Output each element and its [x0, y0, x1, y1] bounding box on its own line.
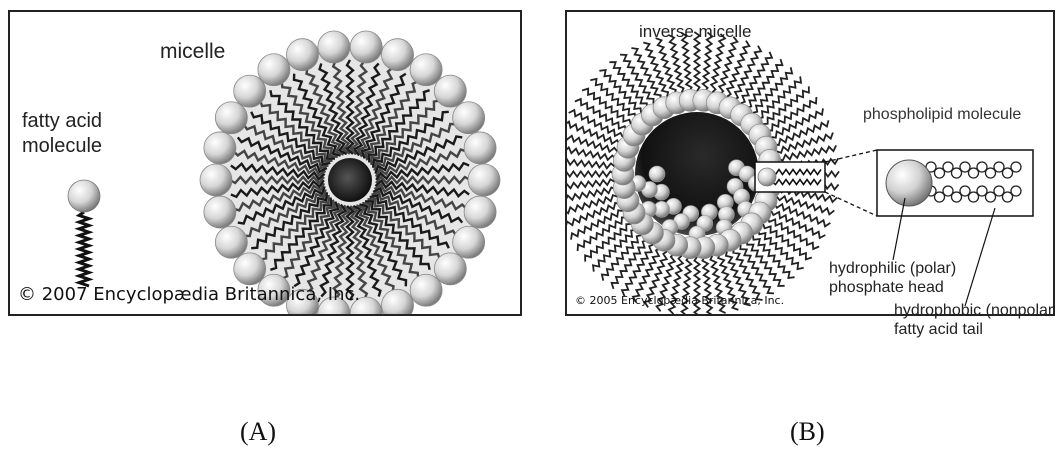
- micelle-head: [410, 274, 442, 306]
- micelle-head: [204, 132, 236, 164]
- inverse-micelle-tail: [668, 35, 683, 93]
- micelle-head: [464, 132, 496, 164]
- inverse-micelle-illustration: [567, 12, 1055, 316]
- micelle-title: micelle: [160, 40, 225, 64]
- head-label-2: phosphate head: [829, 279, 944, 297]
- inverse-micelle-panel: inverse micelle phospholipid molecule hy…: [565, 10, 1055, 316]
- inverse-micelle-tail: [774, 204, 830, 226]
- inverse-micelle-tail: [567, 171, 614, 176]
- fatty-acid-head: [68, 180, 100, 212]
- micelle-head: [453, 226, 485, 258]
- micelle-head: [215, 226, 247, 258]
- micelle-head: [434, 253, 466, 285]
- head-label-1: hydrophilic (polar): [829, 260, 956, 278]
- micelle-head: [468, 164, 500, 196]
- zoomed-head: [886, 160, 932, 206]
- inverse-micelle-tail: [711, 34, 725, 93]
- inverse-micelle-tail: [567, 179, 614, 189]
- micelle-head: [234, 75, 266, 107]
- micelle-head: [215, 102, 247, 134]
- fatty-acid-label-2: molecule: [22, 135, 102, 158]
- tail-label-2: fatty acid tail: [894, 321, 983, 339]
- fatty-acid-tail: [79, 212, 89, 286]
- tail-label-1: hydrophobic (nonpolar: [894, 302, 1053, 320]
- inverse-micelle-tail: [567, 195, 617, 215]
- tail-bead: [1011, 186, 1021, 196]
- tail-bead: [1011, 162, 1021, 172]
- caption-b: (B): [790, 417, 825, 447]
- micelle-head: [258, 54, 290, 86]
- copyright-b: © 2005 Encyclopædia Britannica, Inc.: [575, 294, 784, 307]
- connector-top: [825, 150, 877, 162]
- micelle-head: [286, 39, 318, 71]
- micelle-head: [382, 39, 414, 71]
- micelle-panel: micelle fatty acid molecule © 2007 Encyc…: [8, 10, 522, 316]
- inverse-micelle-tail: [694, 257, 699, 316]
- inner-head: [649, 166, 665, 182]
- micelle-head: [453, 102, 485, 134]
- inverse-micelle-tail: [727, 41, 749, 97]
- inverse-micelle-title: inverse micelle: [639, 22, 751, 42]
- small-head: [758, 168, 776, 186]
- micelle-head: [200, 164, 232, 196]
- caption-a: (A): [240, 417, 276, 447]
- micelle-core: [328, 158, 372, 202]
- micelle-head: [410, 54, 442, 86]
- micelle-head: [204, 196, 236, 228]
- micelle-head: [464, 196, 496, 228]
- tail-leader-line: [965, 208, 995, 306]
- phospholipid-title: phospholipid molecule: [863, 106, 1021, 124]
- micelle-head: [318, 31, 350, 63]
- micelle-illustration: [10, 12, 522, 316]
- fatty-acid-molecule: [68, 180, 100, 286]
- copyright-a: © 2007 Encyclopædia Britannica, Inc.: [18, 284, 360, 305]
- fatty-acid-label-1: fatty acid: [22, 110, 102, 133]
- micelle-head: [234, 253, 266, 285]
- micelle-head: [434, 75, 466, 107]
- inverse-micelle-tail: [779, 145, 837, 160]
- micelle-head: [350, 31, 382, 63]
